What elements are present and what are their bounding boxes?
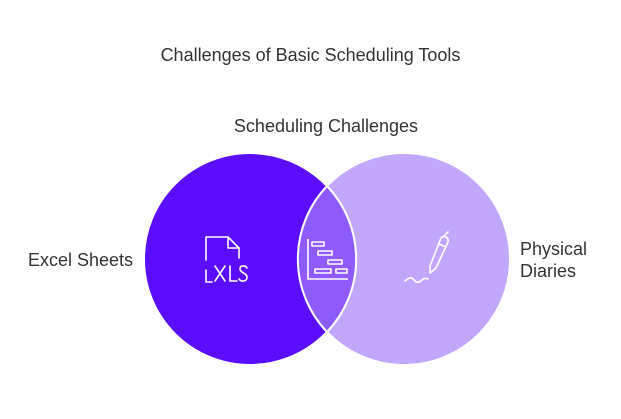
gantt-chart-icon <box>307 239 348 280</box>
intersection-outline <box>296 184 358 334</box>
left-set-label: Excel Sheets <box>28 250 134 270</box>
diagram-title: Challenges of Basic Scheduling Tools <box>160 45 461 65</box>
pen-icon <box>404 231 449 284</box>
right-set-label: Physical Diaries <box>520 239 588 281</box>
intersection-label: Scheduling Challenges <box>233 116 419 136</box>
xls-file-icon <box>205 236 248 283</box>
